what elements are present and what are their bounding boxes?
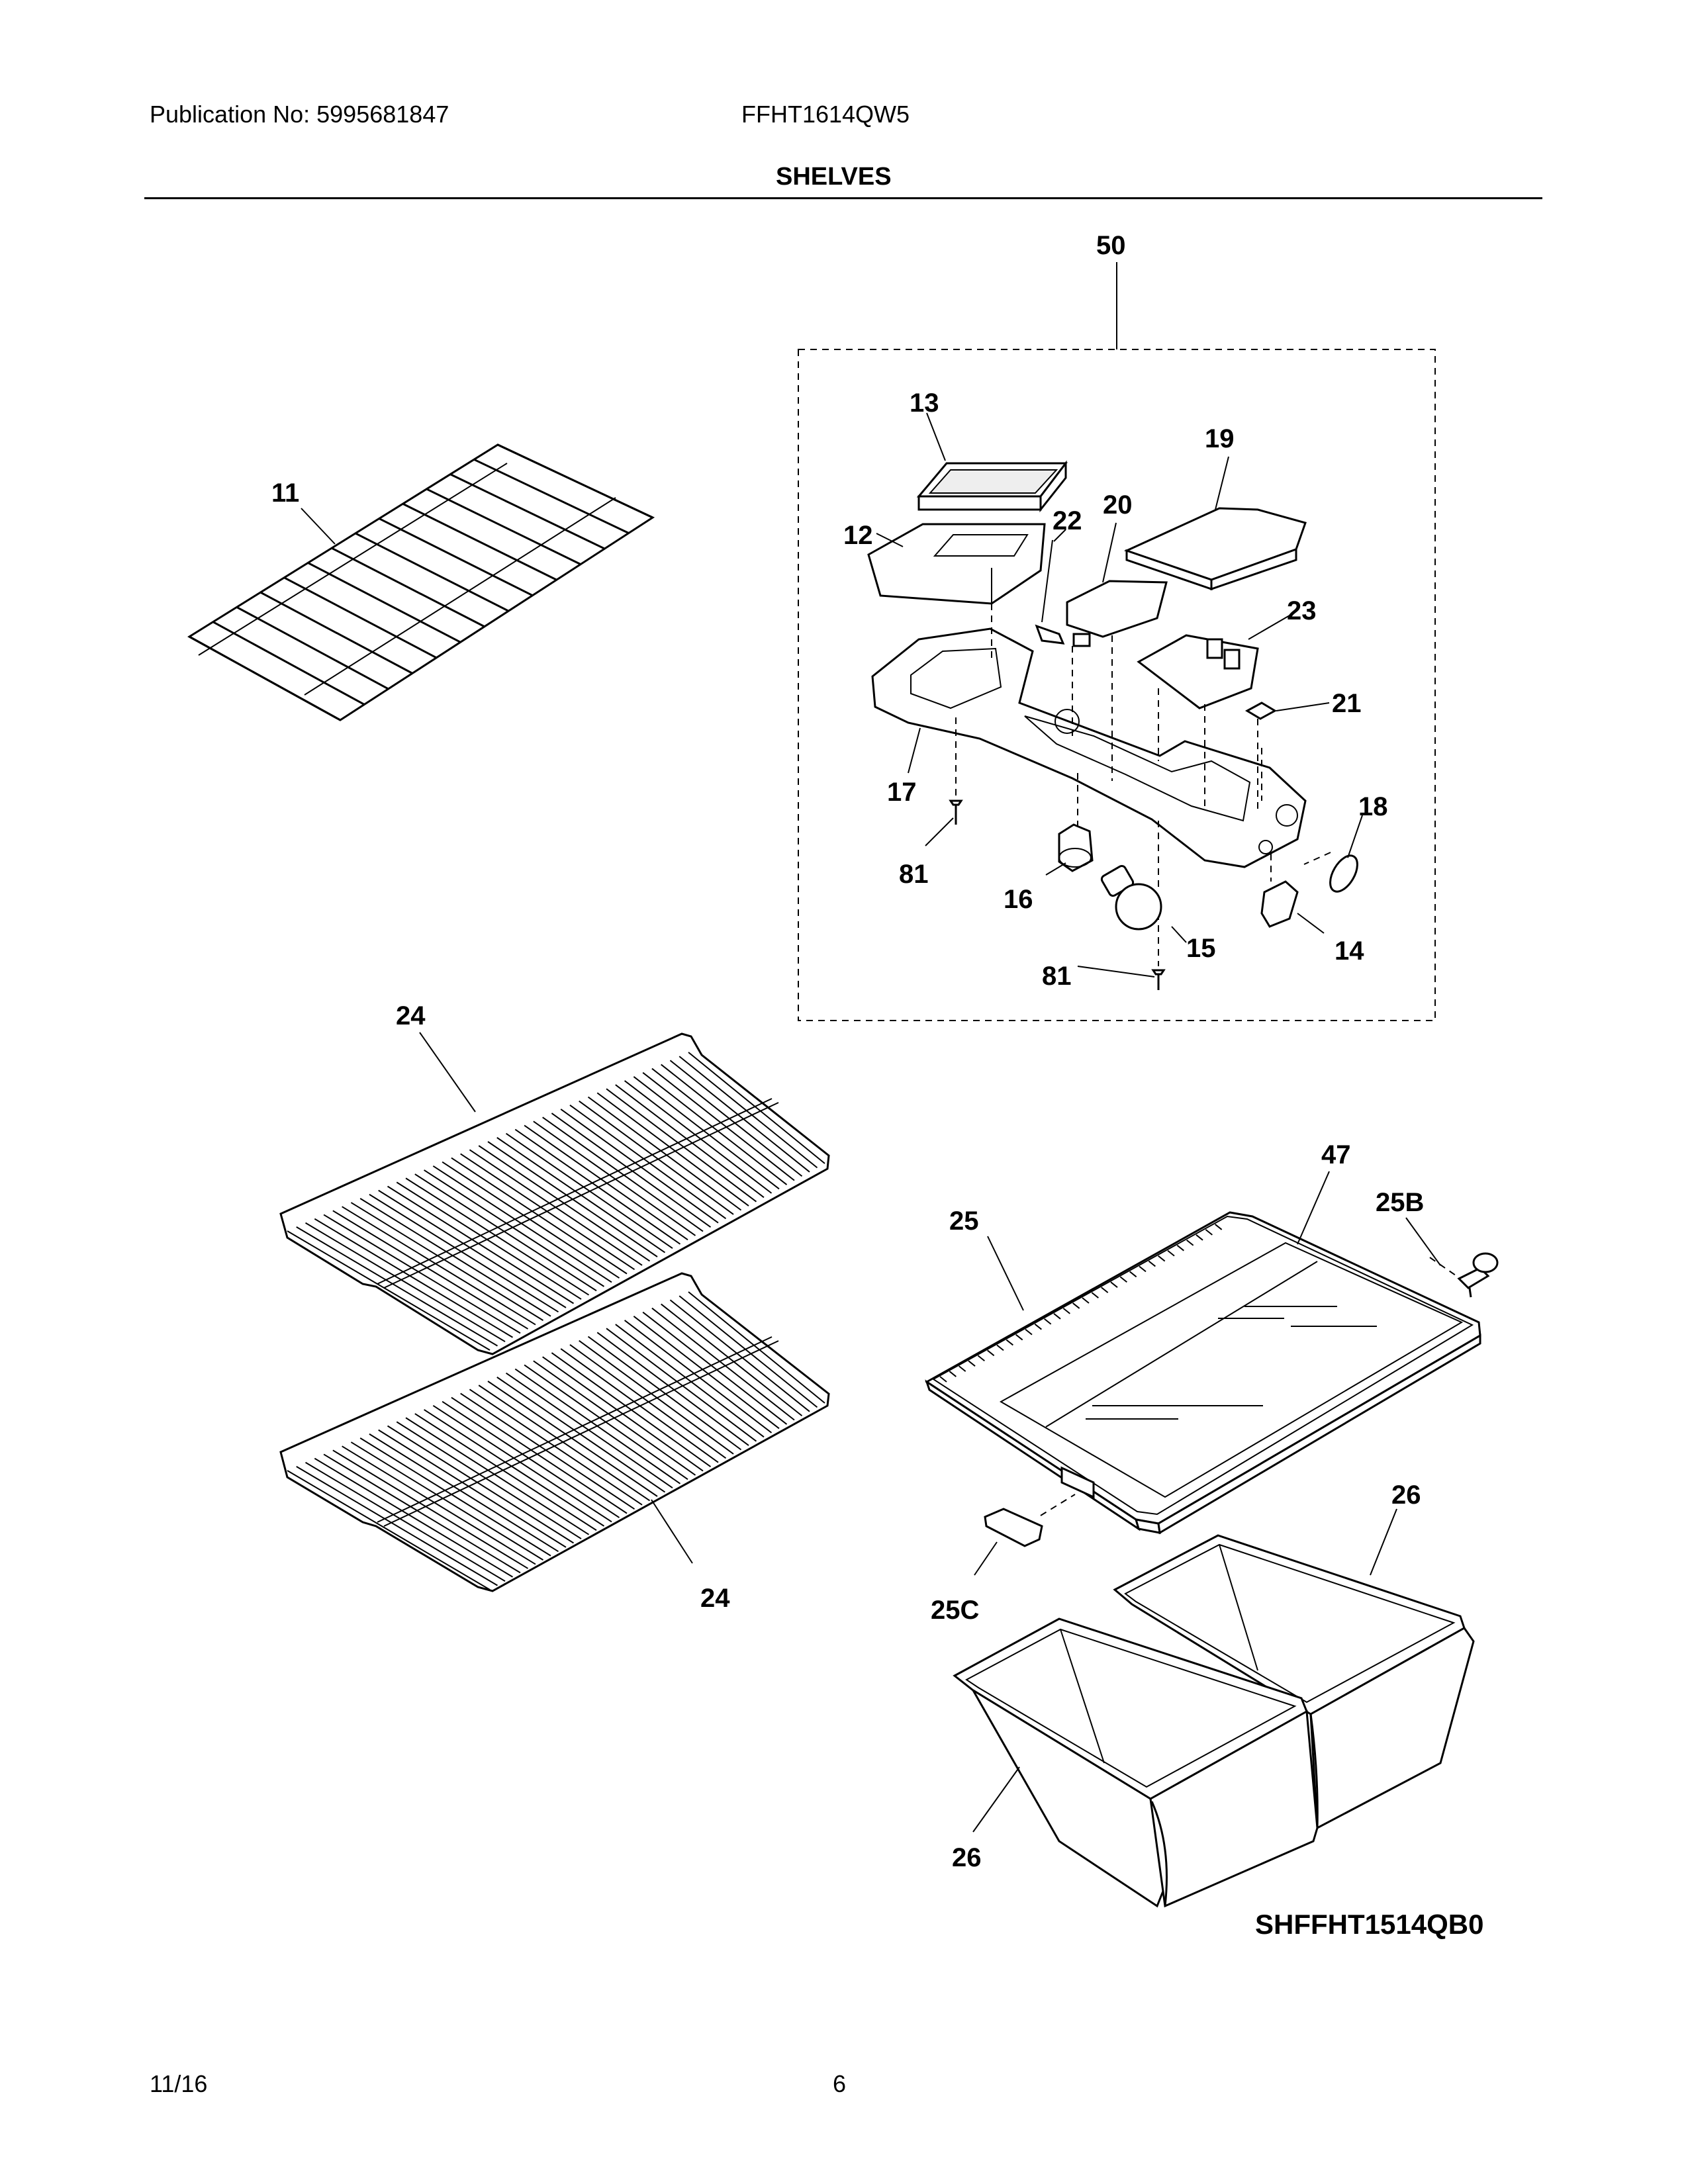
board-20 [1066,580,1168,638]
callout-24-lower: 24 [700,1584,730,1613]
callout-81-upper: 81 [899,860,929,889]
callout-11: 11 [271,478,299,508]
filter-13 [916,460,1068,513]
callout-81-lower: 81 [1042,962,1072,991]
harness-22 [1035,539,1091,647]
callout-50: 50 [1096,231,1126,260]
callouts: 50 13 19 11 12 22 20 23 21 17 18 81 16 1… [271,231,1483,1940]
callout-16: 16 [1004,885,1033,914]
leader-lines [301,412,1441,1833]
callout-47: 47 [1321,1140,1351,1169]
clip-25C [984,1494,1076,1547]
callout-25B: 25B [1376,1188,1424,1217]
callout-15: 15 [1186,934,1216,963]
screw-81-upper [949,799,963,825]
knob-18 [1329,854,1358,893]
callout-22: 22 [1053,506,1082,535]
screw-81-lower [1151,969,1166,990]
switch-14 [1260,880,1299,928]
callout-21: 21 [1332,689,1362,718]
wire-shelf-24-upper [279,1032,830,1355]
section-title: SHELVES [776,163,892,191]
callout-24-upper: 24 [396,1001,426,1030]
callout-14: 14 [1335,936,1364,966]
bulb-15 [1100,864,1162,931]
kit-alignment-lines [955,568,1331,966]
light-housing-17 [871,627,1307,868]
callout-17: 17 [887,778,917,807]
support-25B [1429,1252,1499,1298]
model-number: FFHT1614QW5 [741,101,910,128]
callout-18: 18 [1358,792,1388,821]
callout-13: 13 [910,388,939,418]
callout-12: 12 [843,521,873,550]
footer-date: 11/16 [150,2070,208,2097]
callout-23: 23 [1287,596,1317,625]
wire-shelf-11 [187,443,655,721]
socket-16 [1058,823,1094,872]
publication-number: Publication No: 5995681847 [150,101,449,128]
kit-box-50 [798,262,1436,1021]
callout-19: 19 [1205,424,1235,453]
filter-housing-12 [867,523,1046,605]
footer-page-number: 6 [833,2070,847,2097]
control-board-23 [1137,634,1259,709]
crisper-drawer-26-left [953,1617,1319,1908]
glass-shelf-25 [925,1211,1481,1535]
callout-26-right: 26 [1391,1480,1421,1510]
callout-25C: 25C [931,1596,979,1625]
connector-21 [1244,702,1278,720]
header-divider [144,197,1542,199]
callout-25: 25 [949,1206,979,1236]
callout-26-left: 26 [952,1843,982,1872]
wire-shelf-24-lower [279,1272,830,1592]
diagram-code: SHFFHT1514QB0 [1255,1909,1483,1940]
callout-20: 20 [1103,490,1133,520]
cover-19 [1123,507,1307,591]
